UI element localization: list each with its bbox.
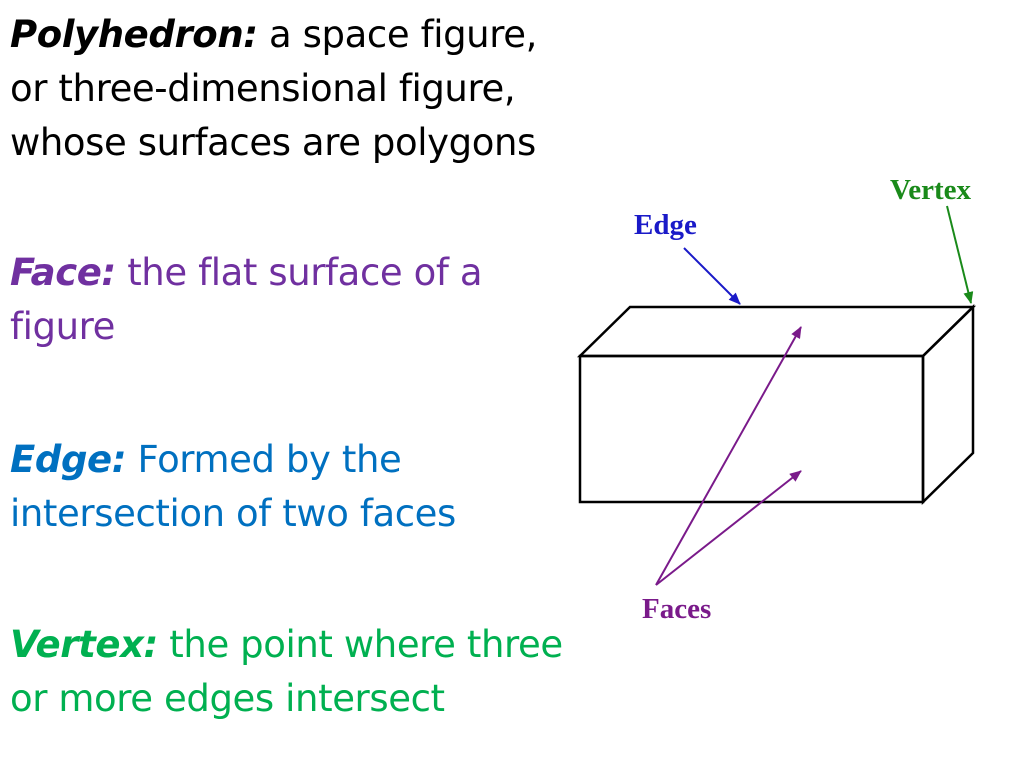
edge-label: Edge <box>634 209 697 241</box>
definition-vertex: Vertex: the point where three or more ed… <box>10 618 580 726</box>
term-edge: Edge: <box>10 438 127 481</box>
text-vertex: the point where three or more edges inte… <box>10 623 563 720</box>
text-face: the flat surface of a figure <box>10 251 483 348</box>
prism-front-face <box>578 354 925 504</box>
faces-arrow-front <box>655 470 802 586</box>
vertex-label: Vertex <box>890 174 972 206</box>
edge-arrow <box>683 247 741 305</box>
faces-label: Faces <box>642 593 711 625</box>
definition-face: Face: the flat surface of a figure <box>10 246 580 354</box>
term-vertex: Vertex: <box>10 623 158 666</box>
term-face: Face: <box>10 251 116 294</box>
rectangular-prism <box>576 304 977 505</box>
prism-top-face <box>576 305 977 358</box>
term-polyhedron: Polyhedron: <box>10 13 258 56</box>
text-edge: Formed by the intersection of two faces <box>10 438 456 535</box>
definition-polyhedron: Polyhedron: a space figure, or three-dim… <box>10 8 580 170</box>
vertex-arrow <box>946 205 974 304</box>
definition-edge: Edge: Formed by the intersection of two … <box>10 433 580 541</box>
text-polyhedron: a space figure, or three-dimensional fig… <box>10 13 537 164</box>
faces-arrow-top <box>655 326 802 586</box>
prism-right-face <box>921 304 975 505</box>
